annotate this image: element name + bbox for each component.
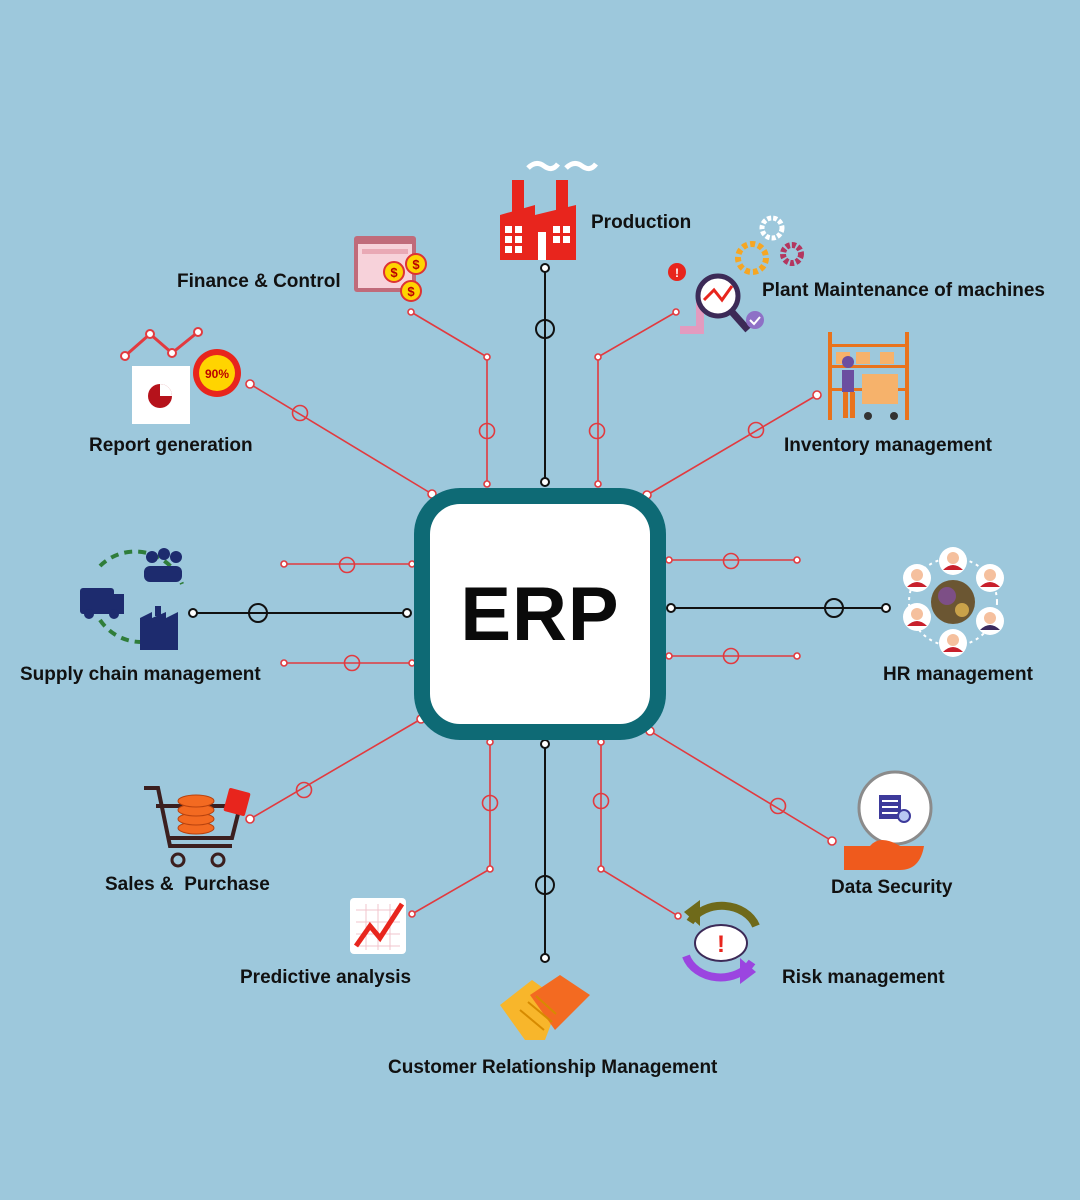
connector-sales bbox=[245, 714, 426, 824]
finance-invoice-icon: $ $ $ bbox=[354, 236, 427, 302]
shopping-cart-icon bbox=[144, 786, 251, 868]
connector-supply-chain bbox=[188, 603, 412, 623]
label-production: Production bbox=[591, 212, 692, 233]
connector-production bbox=[535, 263, 555, 487]
label-inventory: Inventory management bbox=[784, 435, 992, 456]
connectors bbox=[188, 263, 891, 963]
connector-left-upper bbox=[280, 556, 416, 574]
label-predictive: Predictive analysis bbox=[240, 967, 412, 988]
data-security-icon bbox=[844, 770, 933, 870]
connector-risk bbox=[592, 738, 682, 920]
label-sales: Sales & Purchase bbox=[105, 874, 270, 895]
maintenance-gears-icon: ! bbox=[668, 215, 804, 334]
erp-hub: ERP bbox=[414, 488, 666, 740]
connector-plant-maintenance bbox=[588, 308, 680, 488]
label-data-security: Data Security bbox=[831, 877, 953, 898]
connector-predictive bbox=[408, 738, 499, 918]
svg-text:$: $ bbox=[412, 257, 420, 272]
supply-chain-icon bbox=[80, 548, 184, 650]
connector-hr bbox=[666, 598, 891, 618]
erp-hub-inner: ERP bbox=[430, 504, 650, 724]
svg-text:$: $ bbox=[390, 265, 398, 280]
people-globe-icon bbox=[903, 547, 1004, 657]
connector-finance bbox=[407, 308, 496, 488]
label-report: Report generation bbox=[89, 435, 253, 456]
factory-icon bbox=[500, 160, 598, 260]
label-plant-maintenance: Plant Maintenance of machines bbox=[762, 280, 1045, 301]
connector-left-lower bbox=[280, 654, 416, 672]
connector-crm bbox=[535, 739, 555, 963]
label-risk: Risk management bbox=[782, 967, 945, 988]
erp-title: ERP bbox=[460, 571, 620, 657]
warehouse-shelf-icon bbox=[828, 332, 909, 420]
label-finance: Finance & Control bbox=[177, 271, 341, 292]
label-crm: Customer Relationship Management bbox=[388, 1057, 718, 1078]
handshake-icon bbox=[500, 975, 590, 1040]
connector-right-upper bbox=[665, 552, 801, 570]
svg-text:!: ! bbox=[717, 931, 725, 958]
connector-report bbox=[245, 379, 437, 499]
report-chart-icon: 90% bbox=[120, 327, 241, 424]
trend-chart-icon bbox=[350, 898, 406, 954]
label-hr: HR management bbox=[883, 664, 1033, 685]
label-supply-chain: Supply chain management bbox=[20, 664, 261, 685]
svg-text:90%: 90% bbox=[205, 367, 229, 381]
svg-text:!: ! bbox=[675, 266, 679, 280]
connector-right-lower bbox=[665, 647, 801, 665]
svg-text:$: $ bbox=[407, 284, 415, 299]
risk-cycle-icon: ! bbox=[682, 900, 760, 984]
connector-data-security bbox=[645, 726, 837, 846]
